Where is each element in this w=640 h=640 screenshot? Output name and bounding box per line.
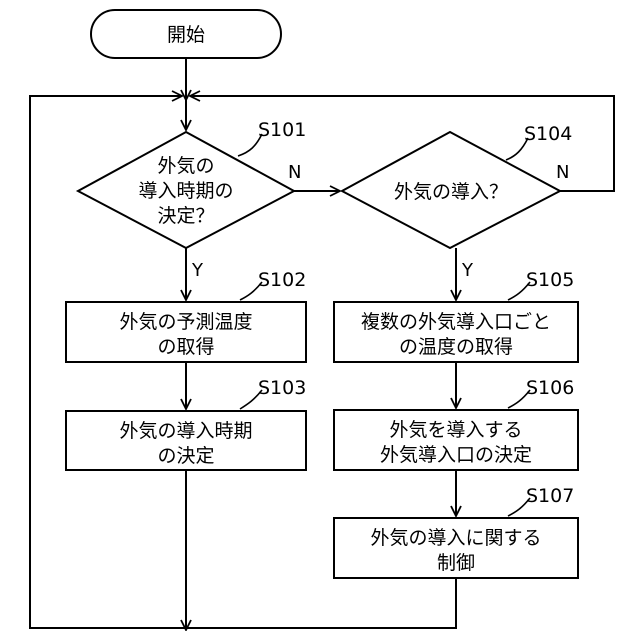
s107-line-1: 外気の導入に関する: [370, 527, 541, 549]
s104-line-1: 外気の導入？: [394, 181, 508, 203]
s105-step-label: S105: [526, 269, 574, 291]
s101-no-label: N: [288, 162, 301, 183]
s107-line-2: 制御: [437, 552, 475, 574]
s105-line-1: 複数の外気導入口ごと: [361, 311, 551, 333]
s105-line-2: の温度の取得: [399, 336, 513, 358]
start-label: 開始: [167, 24, 205, 46]
s107-return-line: [186, 578, 456, 628]
s101-node: 外気の 導入時期の 決定？ S101 N Y: [78, 119, 306, 281]
s104-step-label: S104: [524, 123, 572, 145]
s101-line-3: 決定？: [157, 205, 214, 227]
s103-line-2: の決定: [157, 445, 214, 467]
s102-line-1: 外気の予測温度: [119, 311, 252, 333]
s101-line-2: 導入時期の: [138, 180, 233, 202]
s106-step-label: S106: [526, 377, 574, 399]
s102-line-2: の取得: [157, 336, 214, 358]
s101-line-1: 外気の: [157, 155, 214, 177]
s101-yes-label: Y: [191, 260, 204, 281]
start-node: 開始: [91, 10, 281, 58]
s106-line-2: 外気導入口の決定: [380, 444, 532, 466]
s104-no-label: N: [556, 162, 569, 183]
s104-yes-label: Y: [461, 260, 474, 281]
s104-node: 外気の導入？ S104 N Y: [342, 123, 572, 281]
s102-step-label: S102: [258, 269, 306, 291]
s103-line-1: 外気の導入時期: [119, 420, 252, 442]
s103-step-label: S103: [258, 377, 306, 399]
s106-line-1: 外気を導入する: [389, 419, 522, 441]
s101-step-label: S101: [258, 119, 306, 141]
s107-step-label: S107: [526, 485, 574, 507]
